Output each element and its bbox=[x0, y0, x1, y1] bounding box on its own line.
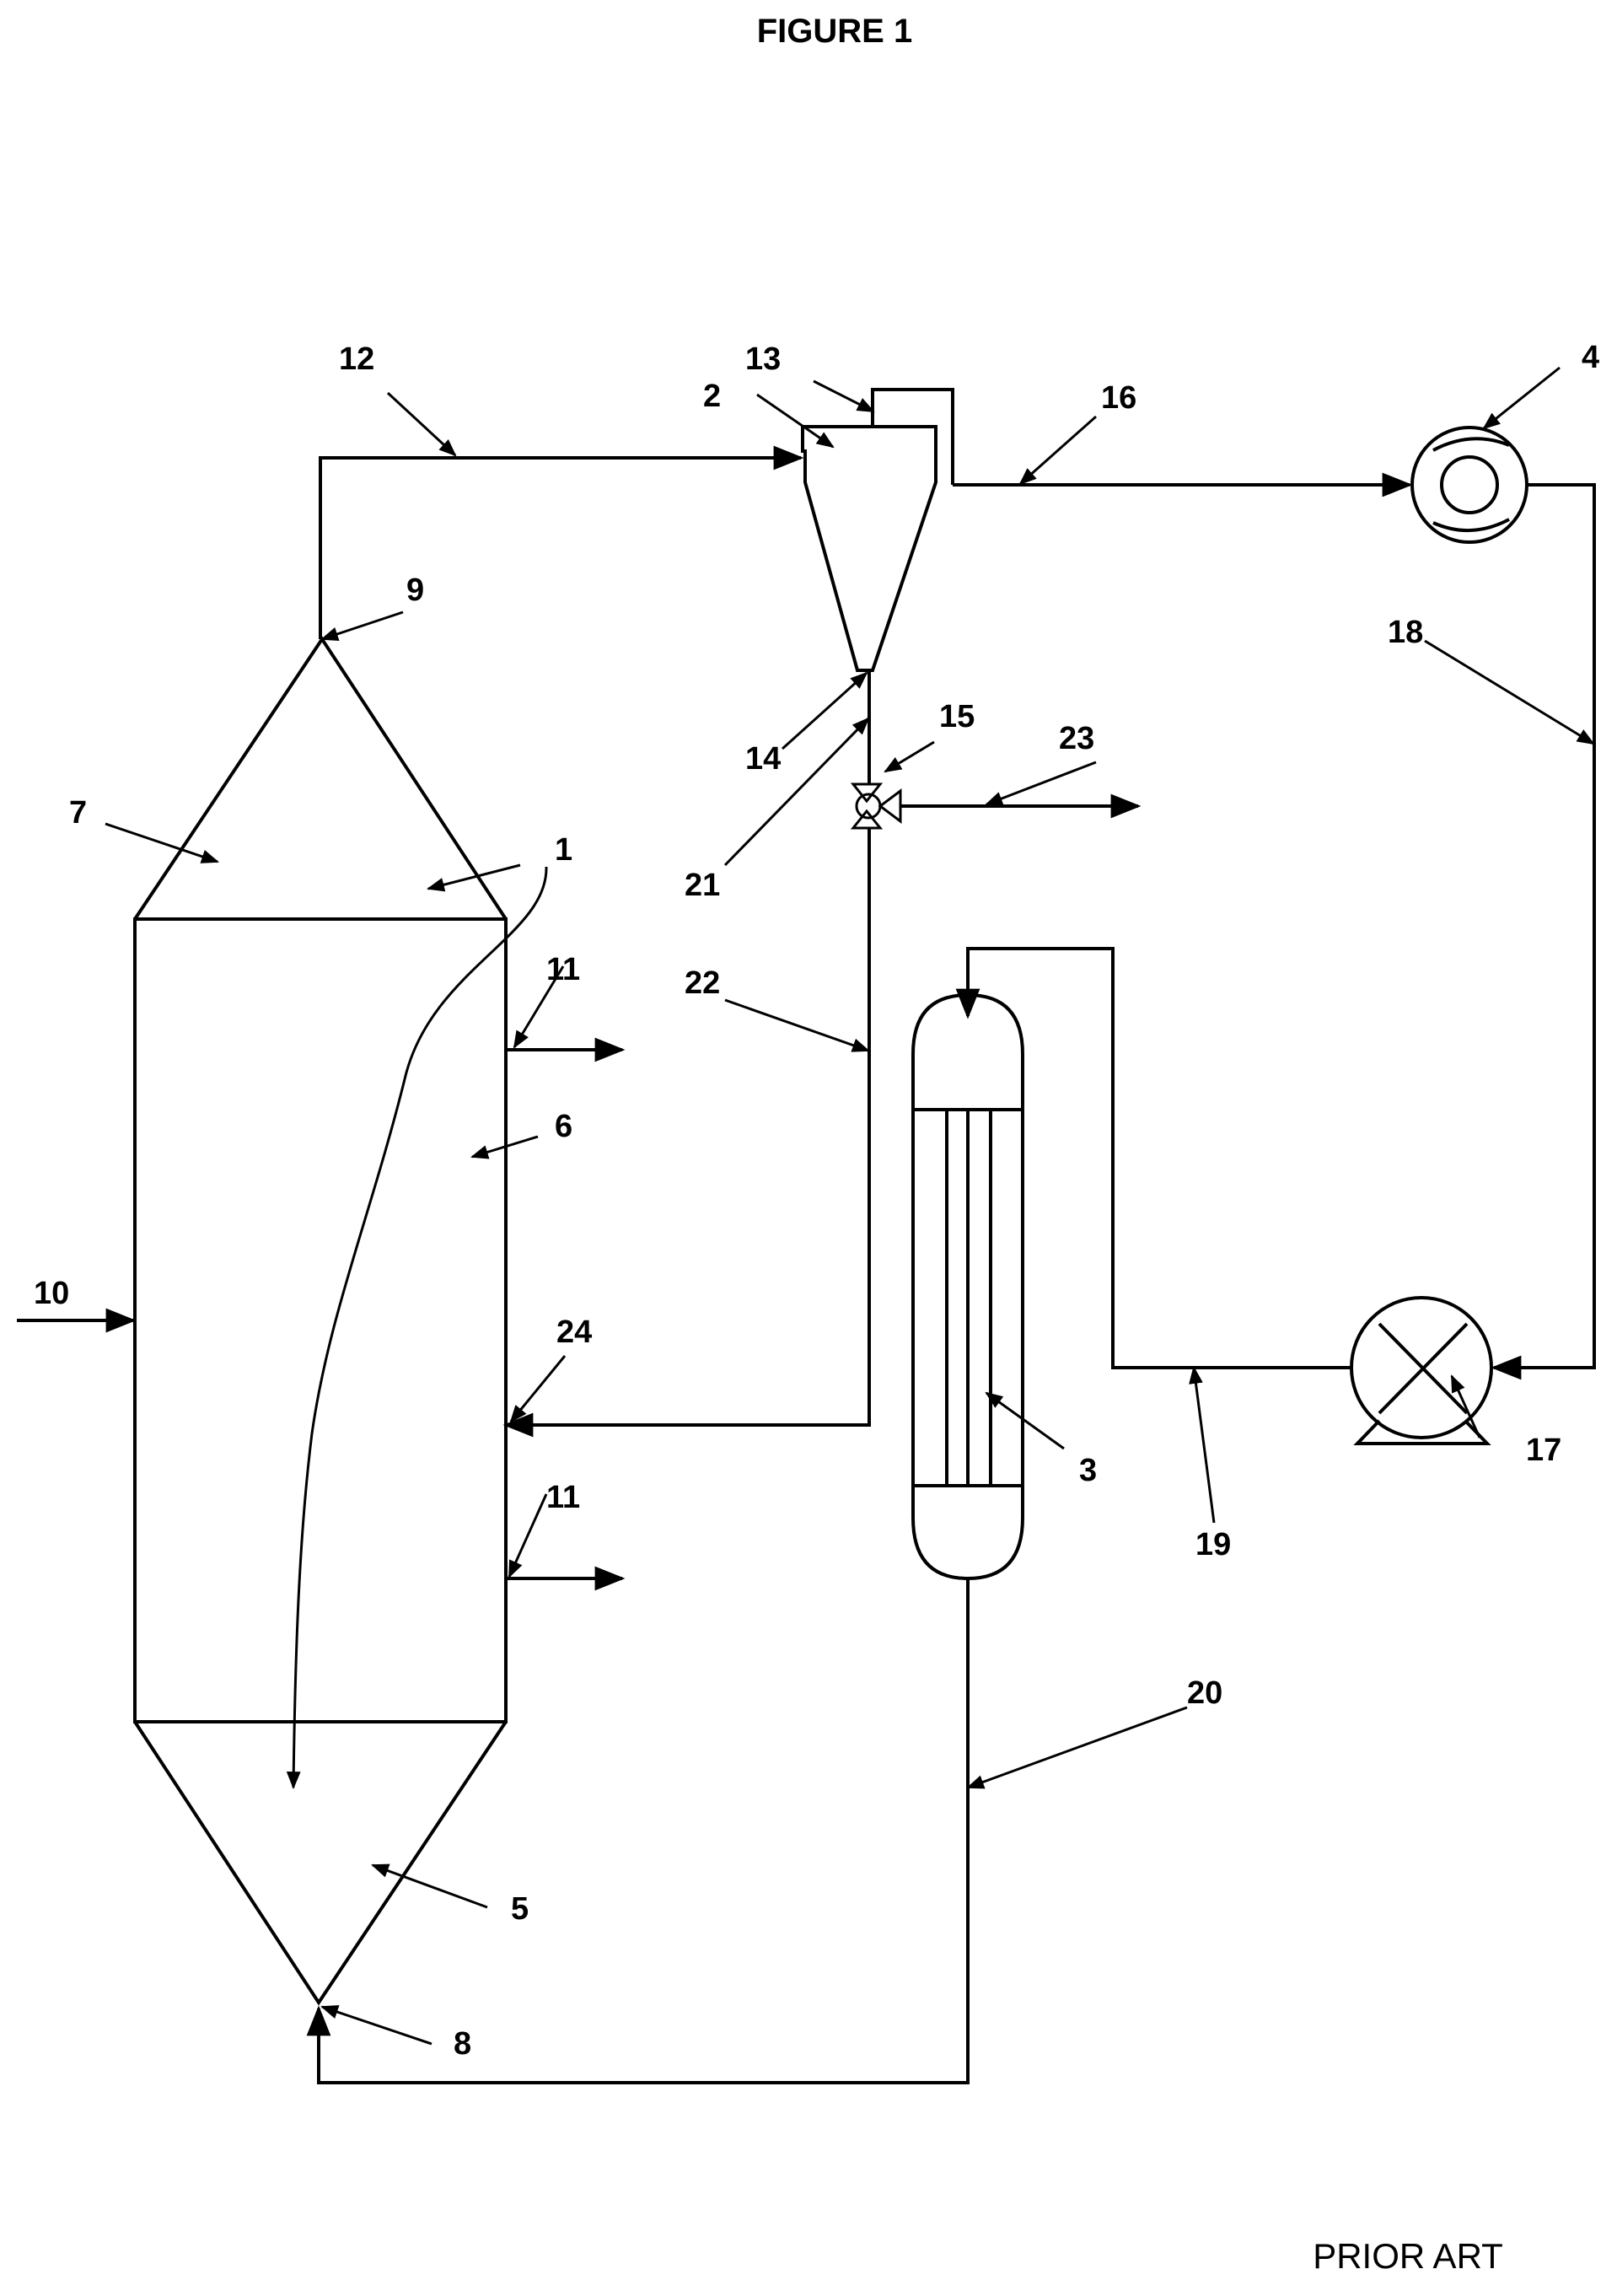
label-14: 14 bbox=[745, 741, 781, 777]
rotary-valve bbox=[853, 784, 900, 828]
cyclone-outlet-pipe bbox=[873, 390, 953, 485]
label-9: 9 bbox=[406, 573, 424, 608]
internal-flow-path bbox=[293, 867, 546, 1788]
label-11-upper: 11 bbox=[546, 952, 580, 987]
label-13: 13 bbox=[745, 341, 781, 377]
prior-art-label: PRIOR ART bbox=[1313, 2236, 1503, 2276]
label-6: 6 bbox=[555, 1109, 572, 1144]
heat-exchanger bbox=[913, 995, 1023, 1578]
line-18 bbox=[1494, 485, 1594, 1368]
line-22 bbox=[506, 670, 869, 1425]
label-3: 3 bbox=[1079, 1453, 1097, 1488]
line-20 bbox=[319, 1578, 968, 2083]
dryer-cylinder bbox=[135, 919, 506, 1722]
label-8: 8 bbox=[454, 2026, 471, 2062]
label-5: 5 bbox=[511, 1891, 529, 1927]
label-24: 24 bbox=[556, 1315, 592, 1350]
label-23: 23 bbox=[1059, 721, 1094, 756]
blower bbox=[1351, 1298, 1491, 1444]
label-16: 16 bbox=[1101, 380, 1136, 416]
label-19: 19 bbox=[1195, 1527, 1231, 1562]
spray-dryer-vessel bbox=[135, 639, 546, 2003]
label-20: 20 bbox=[1187, 1675, 1222, 1711]
label-15: 15 bbox=[939, 699, 975, 734]
line-12 bbox=[320, 458, 801, 639]
leader-arrows bbox=[105, 368, 1593, 2044]
label-1: 1 bbox=[555, 832, 572, 868]
dryer-bottom-cone bbox=[135, 1722, 506, 2003]
label-22: 22 bbox=[685, 965, 720, 1001]
label-21: 21 bbox=[685, 868, 720, 903]
label-11-lower: 11 bbox=[546, 1480, 580, 1515]
cyclone-separator bbox=[803, 390, 953, 670]
cyclone-body bbox=[803, 427, 936, 670]
dryer-top-cone bbox=[135, 639, 506, 919]
label-12: 12 bbox=[339, 341, 374, 377]
figure-title: FIGURE 1 bbox=[757, 13, 912, 50]
process-lines bbox=[17, 458, 1594, 2083]
label-2: 2 bbox=[703, 379, 721, 414]
label-10: 10 bbox=[34, 1276, 69, 1311]
label-18: 18 bbox=[1388, 615, 1423, 650]
line-19 bbox=[968, 949, 1351, 1368]
label-4: 4 bbox=[1582, 340, 1599, 375]
label-7: 7 bbox=[69, 795, 87, 831]
reference-labels: 1 2 3 4 5 6 7 8 9 10 11 11 12 13 14 15 1… bbox=[34, 340, 1599, 2062]
exhaust-fan bbox=[1412, 427, 1527, 542]
label-17: 17 bbox=[1526, 1433, 1561, 1468]
